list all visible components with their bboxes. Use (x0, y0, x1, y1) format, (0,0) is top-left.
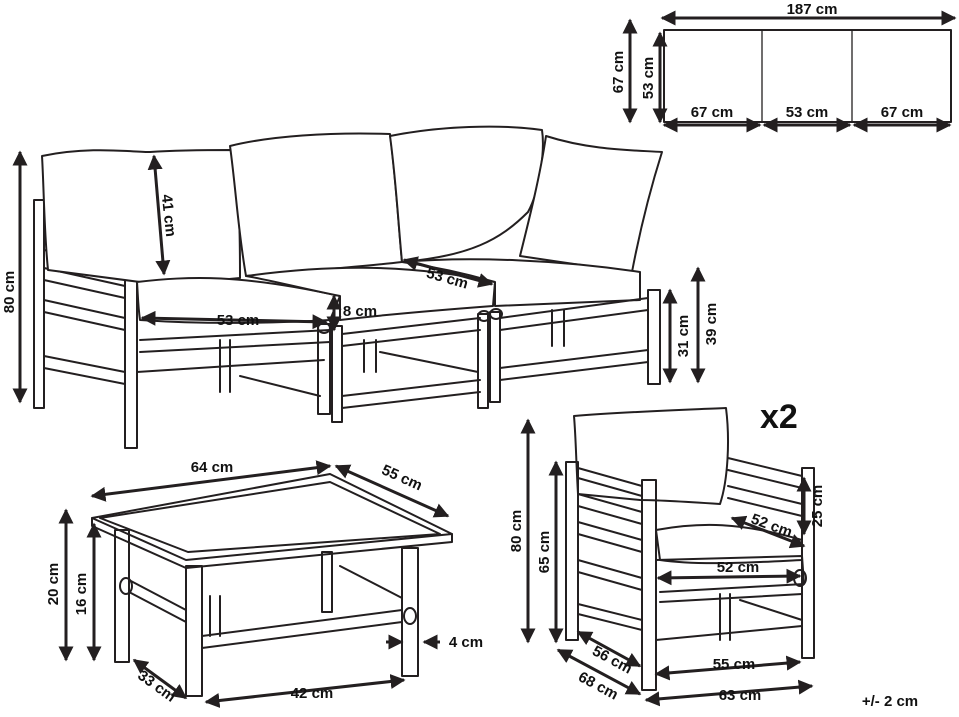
sofa-rear-right-post (647, 289, 661, 385)
label-chair-outer-width: 63 cm (719, 687, 762, 704)
label-arm-gap: 8 cm (343, 303, 377, 320)
sofa-back-cushion-right (389, 125, 544, 263)
label-table-height: 20 cm (45, 563, 62, 606)
label-chair-inner-depth: 56 cm (589, 643, 635, 678)
label-chair-height: 80 cm (508, 510, 525, 553)
label-seat-top-height: 39 cm (703, 303, 720, 346)
dim-line-table-width (90, 460, 332, 502)
sofa-dimension-lines (12, 150, 706, 404)
dim-line-table-base-depth (132, 658, 188, 700)
label-sofa-seat-width: 53 cm (217, 312, 260, 329)
sofa-right-front-post-2 (489, 311, 501, 403)
label-total-width: 187 cm (787, 1, 838, 18)
chair-dimension-lines (520, 418, 814, 707)
label-chair-seat-width: 52 cm (717, 559, 760, 576)
dim-line-chair-inner-width (654, 655, 802, 681)
chair-back-cushion (573, 407, 729, 505)
sofa-back-cushion-middle (229, 132, 403, 277)
top-view (622, 10, 957, 133)
sofa-middle-front-post-2 (331, 325, 343, 423)
table-right-leg (401, 547, 419, 677)
sofa-right-front-post (477, 313, 489, 409)
chair-left-front-post (641, 479, 657, 691)
label-seat-height: 31 cm (675, 315, 692, 358)
label-depth-outer: 67 cm (610, 51, 627, 94)
dim-line-back-cushion (147, 154, 171, 276)
top-view-labels: 187 cm 67 cm 53 cm 67 cm 53 cm 67 cm (610, 1, 923, 121)
table-back-leg (321, 551, 333, 613)
table-left-leg (114, 529, 130, 663)
label-table-leg: 4 cm (449, 634, 483, 651)
dim-line-sofa-seat-width (140, 310, 328, 330)
dim-line-chair-seat-depth (730, 515, 806, 549)
label-chair-outer-depth: 68 cm (575, 669, 621, 704)
dim-line-sofa-seat-depth (402, 256, 494, 288)
label-tolerance: +/- 2 cm (862, 693, 918, 710)
label-table-width: 64 cm (191, 459, 234, 476)
dim-line-chair-seat-width (656, 568, 802, 586)
label-back-cushion: 41 cm (158, 193, 179, 237)
sofa-back-cushion-left (41, 149, 241, 284)
table-dimension-lines (58, 460, 450, 708)
label-table-base-width: 42 cm (291, 685, 334, 702)
dim-line-table-depth (334, 464, 450, 518)
label-chair-arm-height: 25 cm (809, 485, 826, 528)
dim-line-chair-outer-depth (556, 648, 642, 696)
label-chair-quantity: x2 (760, 398, 798, 436)
label-table-base-depth: 33 cm (134, 667, 178, 706)
chair-left-rear-post (565, 461, 579, 641)
table-front-leg (185, 565, 203, 697)
coffee-table-drawing (91, 473, 453, 697)
dim-line-chair-outer-width (644, 679, 814, 707)
dim-line-table-base-width (204, 674, 406, 708)
sofa-drawing (33, 125, 663, 449)
label-middle-width: 53 cm (786, 104, 829, 121)
label-right-width: 67 cm (881, 104, 924, 121)
label-table-inner-height: 16 cm (73, 573, 90, 616)
label-chair-inner-width: 55 cm (713, 656, 756, 673)
sofa-middle-front-post (317, 323, 331, 415)
table-top-inner-edge (99, 481, 441, 553)
sofa-left-rear-post (33, 199, 45, 409)
label-chair-back-height: 65 cm (536, 531, 553, 574)
label-sofa-height: 80 cm (1, 271, 18, 314)
label-left-width: 67 cm (691, 104, 734, 121)
label-depth-inner: 53 cm (640, 57, 657, 100)
